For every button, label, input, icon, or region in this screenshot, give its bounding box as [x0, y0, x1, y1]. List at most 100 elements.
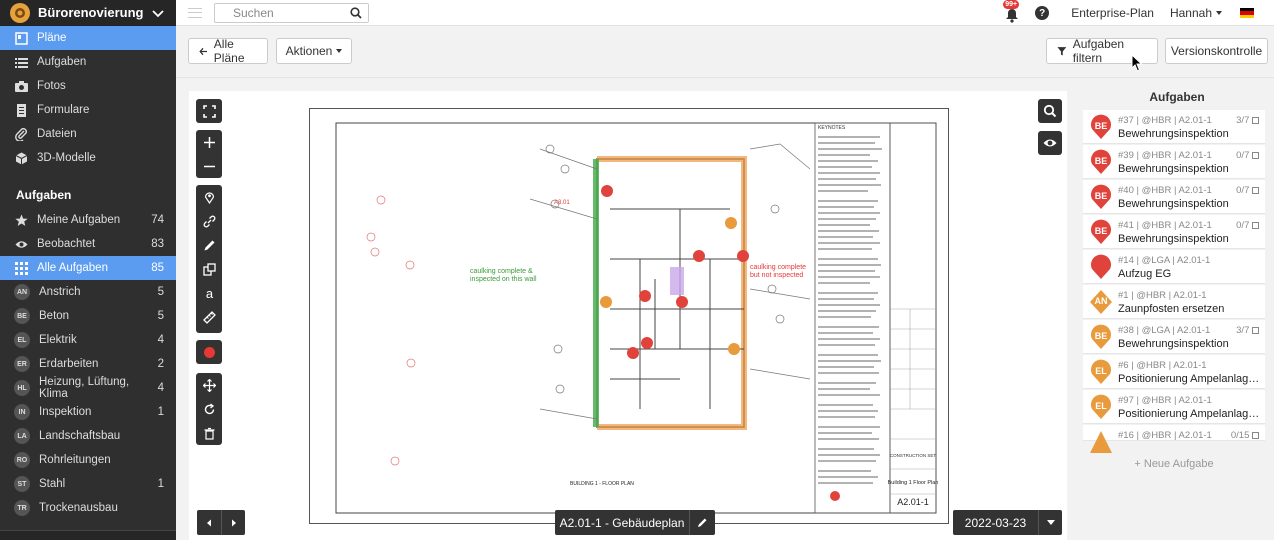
- pen-tool-button[interactable]: [196, 233, 222, 257]
- menu-icon[interactable]: [188, 7, 202, 18]
- eye-icon: [1043, 139, 1057, 147]
- new-task-button[interactable]: + Neue Aufgabe: [1134, 458, 1214, 470]
- sidebar-item-dateien[interactable]: Dateien: [0, 122, 176, 146]
- previous-sheet-button[interactable]: [197, 510, 221, 535]
- rotate-icon: [204, 402, 214, 414]
- search-plan-button[interactable]: [1038, 99, 1062, 123]
- actions-button[interactable]: Aktionen: [276, 38, 352, 64]
- sidebar-item-meine-aufgaben[interactable]: Meine Aufgaben 74: [0, 208, 176, 232]
- link-tool-button[interactable]: [196, 209, 222, 233]
- sidebar-item-label: Erdarbeiten: [39, 358, 99, 370]
- task-checklist-count: 3/7: [1236, 115, 1259, 126]
- plan-task-pins[interactable]: [600, 185, 840, 501]
- category-badge: IN: [14, 404, 30, 420]
- construction-set-stamp: CONSTRUCTION SET: [890, 453, 937, 458]
- sidebar-item-count: 85: [151, 262, 164, 274]
- measure-tool-button[interactable]: [196, 305, 222, 329]
- task-checklist-count: 0/15: [1231, 430, 1259, 441]
- help-icon[interactable]: ?: [1035, 6, 1050, 20]
- version-control-label: Versionskontrolle: [1170, 44, 1263, 58]
- sidebar-item-aufgaben[interactable]: Aufgaben: [0, 50, 176, 74]
- chevron-down-icon[interactable]: [150, 5, 166, 21]
- sidebar-item-label: Meine Aufgaben: [37, 214, 121, 226]
- task-title: Bewehrungsinspektion: [1118, 198, 1229, 210]
- task-pin-icon: BE: [1089, 149, 1113, 175]
- sidebar-item-formulare[interactable]: Formulare: [0, 98, 176, 122]
- search-icon[interactable]: [350, 6, 362, 19]
- sidebar-item-alle-aufgaben[interactable]: Alle Aufgaben 85: [0, 256, 176, 280]
- filter-icon: [1057, 46, 1067, 55]
- floor-plan-sheet[interactable]: KEYNOTES CONSTRUCTION SET Building 1 Flo…: [309, 108, 949, 524]
- caret-down-icon: [1046, 520, 1055, 525]
- title-block-grid: [890, 308, 936, 495]
- filter-tasks-button[interactable]: Aufgaben filtern: [1046, 37, 1158, 65]
- shape-tool-button[interactable]: [196, 257, 222, 281]
- notifications-button[interactable]: 99+: [1001, 0, 1020, 23]
- edit-sheet-button[interactable]: [689, 510, 715, 535]
- task-pin-icon: [1089, 429, 1113, 455]
- category-badge: EL: [14, 332, 30, 348]
- task-meta: #1 | @HBR | A2.01-1: [1118, 290, 1207, 301]
- sidebar-item-count: 5: [157, 286, 164, 298]
- sidebar-item-beobachtet[interactable]: Beobachtet 83: [0, 232, 176, 256]
- caret-down-icon: [336, 49, 343, 53]
- rotate-tool-button[interactable]: [196, 397, 222, 421]
- sidebar-item-count: 74: [151, 214, 164, 226]
- delete-tool-button[interactable]: [196, 421, 222, 445]
- svg-text:a: a: [205, 287, 213, 300]
- sidebar-item-3d-modelle[interactable]: 3D-Modelle: [0, 146, 176, 170]
- task-pin-icon: EL: [1089, 359, 1113, 385]
- color-picker-button[interactable]: [196, 340, 222, 364]
- sidebar-item-count: 2: [157, 358, 164, 370]
- version-control-button[interactable]: Versionskontrolle: [1165, 38, 1268, 64]
- task-meta: #40 | @HBR | A2.01-1: [1118, 185, 1212, 196]
- zoom-out-button[interactable]: [196, 154, 222, 178]
- search-input[interactable]: [233, 5, 350, 20]
- fullscreen-button[interactable]: [196, 99, 222, 123]
- next-sheet-button[interactable]: [221, 510, 245, 535]
- move-tool-button[interactable]: [196, 373, 222, 397]
- sheet-name-bar[interactable]: A2.01-1 - Gebäudeplan: [555, 510, 715, 535]
- sidebar-item-fotos[interactable]: Fotos: [0, 74, 176, 98]
- trash-icon: [204, 427, 214, 440]
- sidebar: Bürorenovierung Pläne Aufgaben Fotos For…: [0, 0, 176, 540]
- paperclip-icon: [14, 127, 28, 141]
- project-switcher[interactable]: Bürorenovierung: [0, 0, 176, 26]
- pin-tool-button[interactable]: [196, 185, 222, 209]
- checkbox-icon: [1252, 221, 1259, 229]
- visibility-button[interactable]: [1038, 131, 1062, 155]
- plan-link[interactable]: Enterprise-Plan: [1071, 6, 1154, 20]
- task-title: Bewehrungsinspektion: [1118, 233, 1229, 245]
- list-icon: [14, 55, 28, 69]
- task-meta: #41 | @HBR | A2.01-1: [1118, 220, 1212, 231]
- version-date-selector[interactable]: 2022-03-23: [953, 510, 1062, 535]
- sidebar-item-plaene[interactable]: Pläne: [0, 26, 176, 50]
- version-dropdown-toggle[interactable]: [1038, 510, 1062, 535]
- german-flag-icon[interactable]: [1240, 8, 1254, 18]
- text-tool-button[interactable]: a: [196, 281, 222, 305]
- user-menu[interactable]: Hannah: [1170, 6, 1222, 20]
- all-plans-button[interactable]: Alle Pläne: [188, 37, 268, 65]
- zoom-in-button[interactable]: [196, 130, 222, 154]
